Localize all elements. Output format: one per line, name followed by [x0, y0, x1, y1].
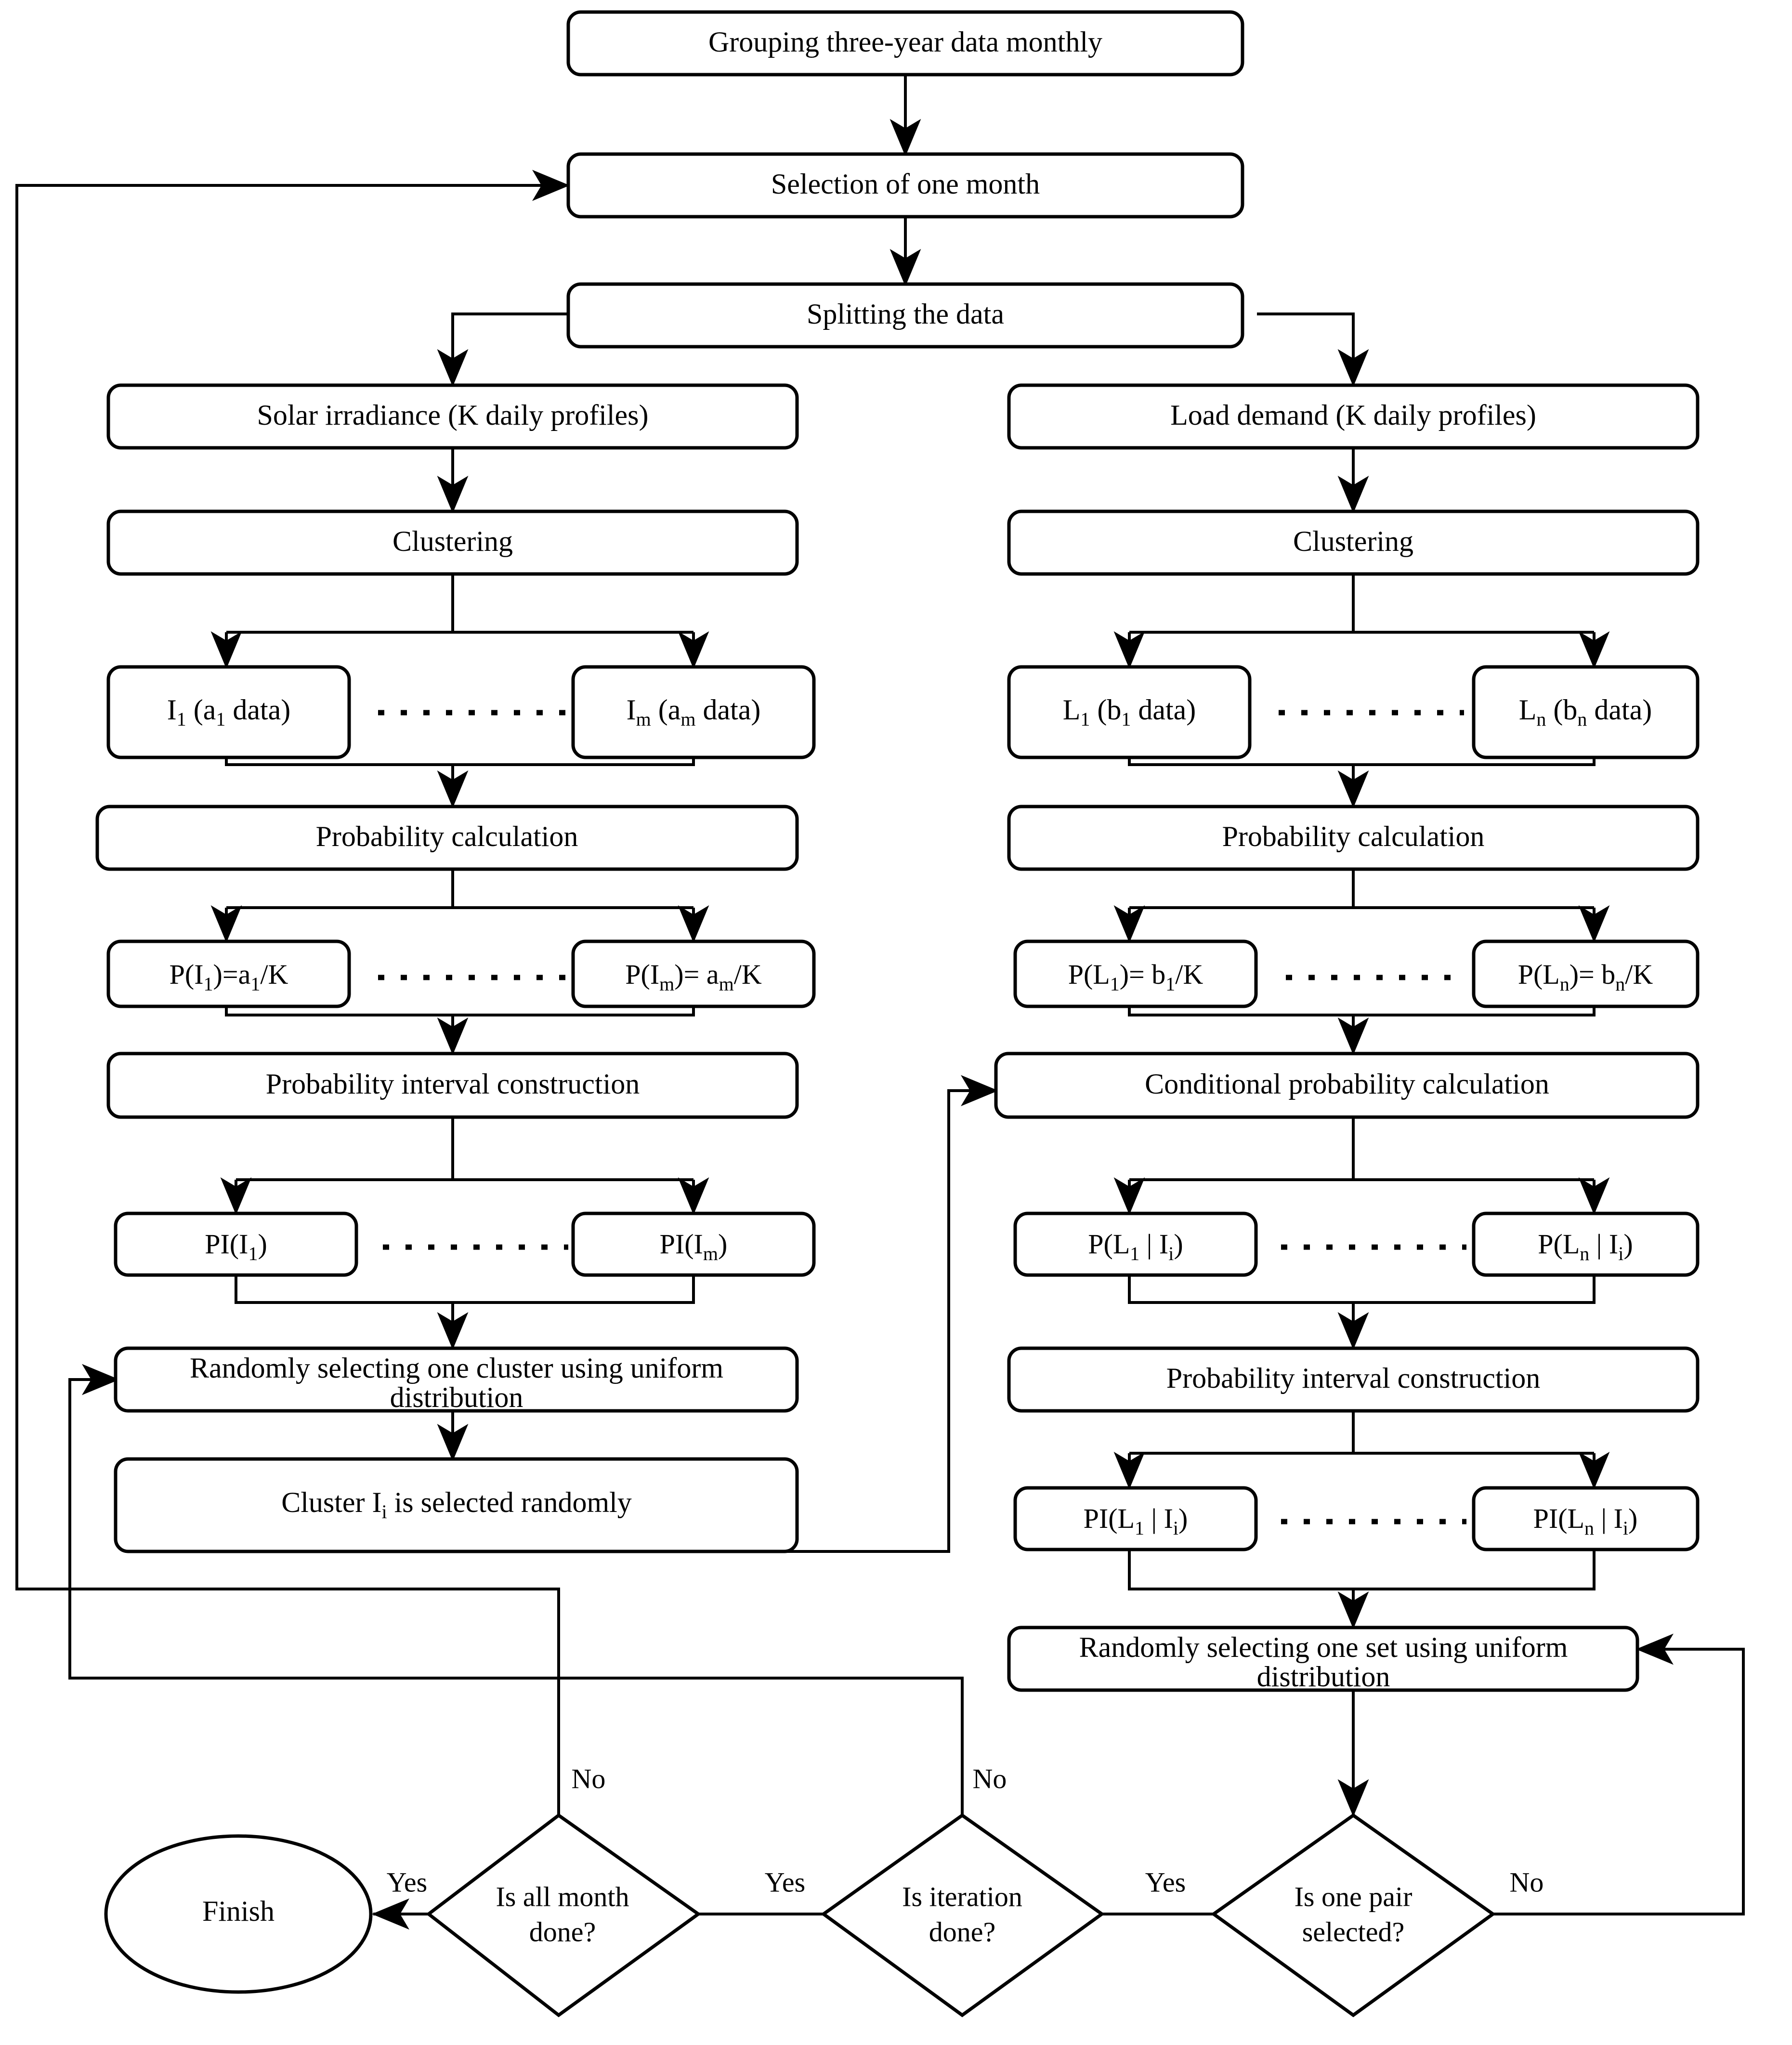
- node-prob-left[interactable]: Probability calculation: [95, 805, 799, 871]
- node-l1[interactable]: L1 (b1 data): [1007, 665, 1252, 759]
- node-p-ln[interactable]: P(Ln)= bn/K: [1472, 939, 1700, 1008]
- node-solar-label: Solar irradiance (K daily profiles): [257, 399, 648, 431]
- node-pil-ln-label: PI(Ln | Ii): [1533, 1503, 1638, 1539]
- node-p-ln-label: P(Ln)= bn/K: [1518, 959, 1653, 995]
- node-i1[interactable]: I1 (a1 data): [106, 665, 351, 759]
- node-split[interactable]: Splitting the data: [566, 282, 1244, 349]
- node-pi-i1[interactable]: PI(I1): [114, 1211, 358, 1277]
- node-im-label: Im (am data): [627, 694, 761, 730]
- node-load[interactable]: Load demand (K daily profiles): [1007, 383, 1700, 450]
- node-select-month[interactable]: Selection of one month: [566, 152, 1244, 219]
- edge-pi-merge-bus: [225, 1006, 695, 1016]
- node-decision-iteration-line2: done?: [929, 1916, 996, 1947]
- node-pic-right-label: Probability interval construction: [1166, 1362, 1541, 1394]
- edge-dec-month-no-loop: [15, 169, 570, 1815]
- node-rand-set-line1: Randomly selecting one set using uniform: [1079, 1631, 1568, 1663]
- edge-dec-iter-no-loop: [68, 1364, 964, 1815]
- edge-label-iter-no: No: [973, 1763, 1007, 1794]
- node-pc-l1-label: P(L1 | Ii): [1088, 1228, 1183, 1264]
- node-decision-pair-line1: Is one pair: [1295, 1881, 1413, 1912]
- node-finish-label: Finish: [202, 1895, 275, 1927]
- node-pil-l1-label: PI(L1 | Ii): [1084, 1503, 1188, 1539]
- node-decision-iteration[interactable]: Is iteration done?: [821, 1813, 1105, 2018]
- node-cond-prob[interactable]: Conditional probability calculation: [994, 1052, 1700, 1119]
- node-rand-cluster[interactable]: Randomly selecting one cluster using uni…: [114, 1346, 799, 1413]
- node-p-im[interactable]: P(Im)= am/K: [571, 939, 816, 1008]
- edge-pil-merge-bus: [1128, 1549, 1596, 1590]
- node-pil-ln[interactable]: PI(Ln | Ii): [1472, 1486, 1700, 1551]
- node-rand-cluster-line2: distribution: [390, 1381, 523, 1413]
- node-layer: Grouping three-year data monthly Selecti…: [95, 10, 1700, 2018]
- node-pil-l1[interactable]: PI(L1 | Ii): [1013, 1486, 1258, 1551]
- edge-layer: [15, 75, 1745, 1930]
- node-clustering-right-label: Clustering: [1293, 525, 1413, 557]
- node-p-i1-label: P(I1)=a1/K: [170, 959, 288, 995]
- node-start-label: Grouping three-year data monthly: [708, 26, 1102, 58]
- node-decision-month-line1: Is all month: [496, 1881, 629, 1912]
- node-decision-pair-line2: selected?: [1302, 1916, 1405, 1947]
- node-cond-prob-label: Conditional probability calculation: [1145, 1068, 1549, 1100]
- edge-label-month-yes: Yes: [387, 1866, 427, 1898]
- node-decision-iteration-line1: Is iteration: [902, 1881, 1022, 1912]
- node-split-label: Splitting the data: [807, 298, 1004, 330]
- node-solar[interactable]: Solar irradiance (K daily profiles): [106, 383, 799, 450]
- edge-pcl-merge-bus: [1128, 1275, 1596, 1304]
- node-rand-set-line2: distribution: [1257, 1661, 1390, 1693]
- edge-dec-pair-no-loop: [1493, 1633, 1745, 1915]
- node-pic-left-label: Probability interval construction: [266, 1068, 640, 1100]
- edge-label-pair-no: No: [1510, 1866, 1544, 1898]
- node-rand-cluster-line1: Randomly selecting one cluster using uni…: [190, 1352, 723, 1384]
- edge-pl-merge-bus: [1128, 1006, 1596, 1016]
- edge-pii-merge-bus: [235, 1275, 695, 1304]
- edge-label-month-no: No: [572, 1763, 606, 1794]
- edge-l-merge-bus: [1128, 757, 1596, 766]
- edge-label-iter-yes: Yes: [765, 1866, 805, 1898]
- edge-label-layer: No Yes No Yes No Yes: [387, 1763, 1544, 1898]
- node-im[interactable]: Im (am data): [571, 665, 816, 759]
- node-pc-l1[interactable]: P(L1 | Ii): [1013, 1211, 1258, 1277]
- node-cluster-selected[interactable]: Cluster Ii is selected randomly: [114, 1457, 799, 1553]
- edge-i-merge-bus: [225, 757, 695, 766]
- node-i1-label: I1 (a1 data): [167, 694, 291, 730]
- node-pi-i1-label: PI(I1): [205, 1228, 267, 1264]
- node-p-l1-label: P(L1)= b1/K: [1068, 959, 1203, 995]
- node-p-i1[interactable]: P(I1)=a1/K: [106, 939, 351, 1008]
- node-p-im-label: P(Im)= am/K: [625, 959, 762, 995]
- node-clustering-left[interactable]: Clustering: [106, 509, 799, 576]
- edge-label-pair-yes: Yes: [1145, 1866, 1186, 1898]
- node-start[interactable]: Grouping three-year data monthly: [566, 10, 1244, 77]
- node-pic-right[interactable]: Probability interval construction: [1007, 1346, 1700, 1413]
- node-cluster-selected-label: Cluster Ii is selected randomly: [281, 1486, 632, 1523]
- edge-split-to-load: [1257, 313, 1369, 387]
- ellipsis-layer: [378, 710, 1466, 1524]
- node-ln-label: Ln (bn data): [1519, 694, 1652, 730]
- edge-split-to-solar: [437, 313, 568, 387]
- node-select-month-label: Selection of one month: [771, 168, 1040, 200]
- node-pc-ln-label: P(Ln | Ii): [1538, 1228, 1633, 1264]
- node-pc-ln[interactable]: P(Ln | Ii): [1472, 1211, 1700, 1277]
- node-pi-im-label: PI(Im): [660, 1228, 728, 1264]
- node-ln[interactable]: Ln (bn data): [1472, 665, 1700, 759]
- node-load-label: Load demand (K daily profiles): [1170, 399, 1536, 431]
- node-clustering-right[interactable]: Clustering: [1007, 509, 1700, 576]
- node-decision-month[interactable]: Is all month done?: [426, 1813, 702, 2018]
- node-l1-label: L1 (b1 data): [1063, 694, 1196, 730]
- node-rand-set[interactable]: Randomly selecting one set using uniform…: [1007, 1626, 1639, 1693]
- node-prob-left-label: Probability calculation: [316, 821, 578, 852]
- node-prob-right-label: Probability calculation: [1222, 821, 1485, 852]
- node-pic-left[interactable]: Probability interval construction: [106, 1052, 799, 1119]
- node-clustering-left-label: Clustering: [392, 525, 513, 557]
- node-finish[interactable]: Finish: [104, 1834, 373, 1994]
- node-p-l1[interactable]: P(L1)= b1/K: [1013, 939, 1258, 1008]
- node-prob-right[interactable]: Probability calculation: [1007, 805, 1700, 871]
- node-pi-im[interactable]: PI(Im): [571, 1211, 816, 1277]
- node-decision-month-line2: done?: [529, 1916, 596, 1947]
- node-decision-pair[interactable]: Is one pair selected?: [1210, 1813, 1496, 2018]
